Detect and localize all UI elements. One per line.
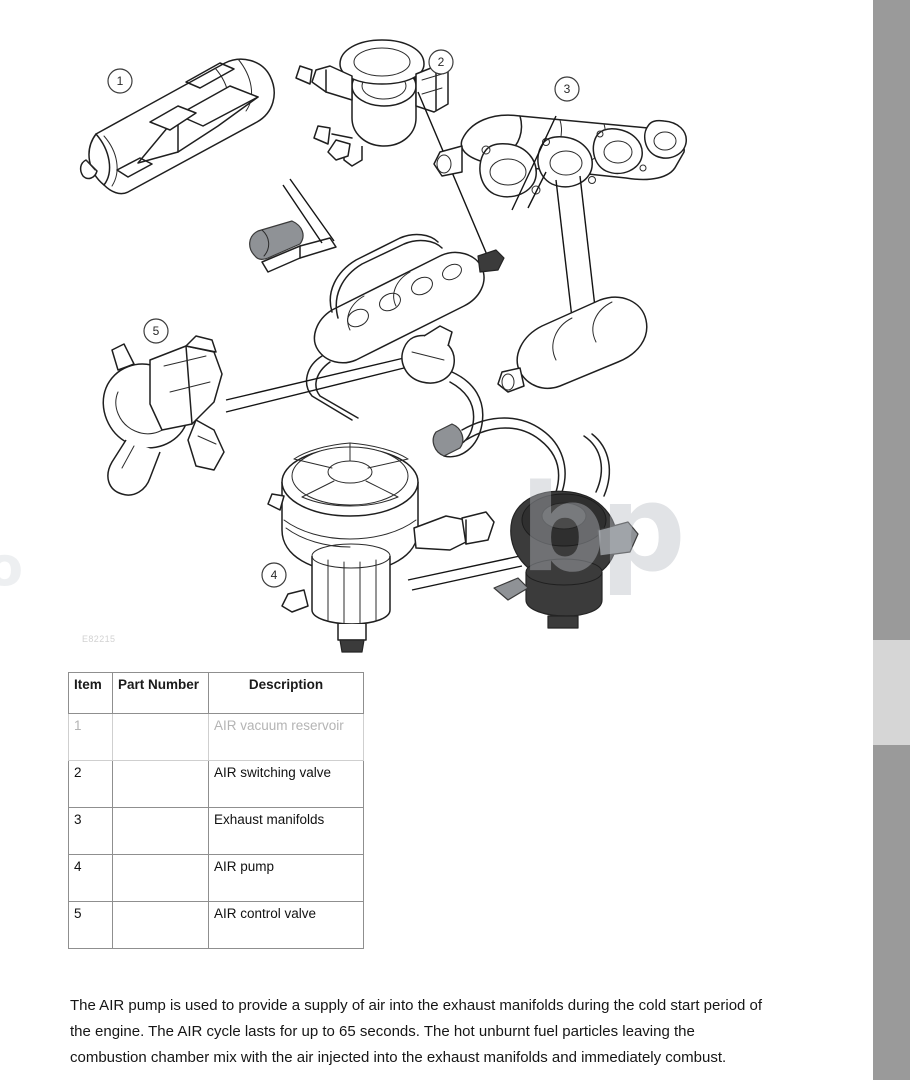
svg-text:3: 3	[564, 82, 571, 96]
cell-description: Exhaust manifolds	[208, 807, 364, 855]
leader-1a	[282, 184, 323, 244]
parts-table: Item Part Number Description 1 AIR vacuu…	[68, 672, 364, 949]
part-valve-block	[401, 325, 455, 384]
leader-3c	[579, 175, 597, 317]
cell-description: AIR switching valve	[208, 760, 364, 808]
part-exhaust-manifold-upper	[433, 114, 687, 198]
part-reservoir-mating-hose	[249, 220, 337, 273]
part-air-control-valve	[102, 335, 225, 496]
part-exhaust-manifold-lower	[497, 296, 648, 393]
table-row: 2 AIR switching valve	[68, 760, 364, 808]
table-row: 1 AIR vacuum reservoir	[68, 713, 364, 761]
cell-item: 2	[68, 760, 113, 808]
callout-3: 3	[554, 76, 580, 102]
document-page: 1 2 3 4 5 bp o E82215	[0, 39, 763, 1066]
table-row: 3 Exhaust manifolds	[68, 807, 364, 855]
description-paragraph: The AIR pump is used to provide a supply…	[70, 997, 763, 1066]
cell-item: 4	[68, 854, 113, 902]
svg-text:2: 2	[438, 55, 445, 69]
leader-2	[417, 91, 491, 263]
svg-text:5: 5	[153, 324, 160, 338]
cell-item: 1	[68, 713, 113, 761]
air-system-diagram: 1 2 3 4 5	[79, 39, 687, 653]
part-air-rail-manifold	[305, 233, 505, 421]
cell-item: 3	[68, 807, 113, 855]
table-row: 5 AIR control valve	[68, 901, 364, 949]
cell-description: AIR control valve	[208, 901, 364, 949]
leader-3d	[555, 179, 573, 319]
cell-part-number	[112, 807, 209, 855]
column-header-item: Item	[68, 672, 113, 714]
part-air-pump	[267, 442, 495, 653]
cell-item: 5	[68, 901, 113, 949]
leader-3a	[511, 115, 557, 211]
cell-description: AIR vacuum reservoir	[208, 713, 364, 761]
leader-1b	[289, 178, 335, 242]
table-row: 4 AIR pump	[68, 854, 364, 902]
vertical-scrollbar-thumb[interactable]	[873, 640, 910, 745]
column-header-part-number: Part Number	[112, 672, 209, 714]
svg-text:4: 4	[271, 568, 278, 582]
vertical-scrollbar-track[interactable]	[873, 0, 910, 1080]
cell-part-number	[112, 713, 209, 761]
part-air-vacuum-reservoir	[79, 58, 275, 195]
callout-5: 5	[143, 318, 169, 344]
part-air-pump-dark	[493, 433, 639, 629]
leader-5b	[225, 367, 405, 413]
part-air-switching-valve	[295, 39, 449, 167]
leader-4a	[407, 555, 521, 581]
cell-description: AIR pump	[208, 854, 364, 902]
callout-4: 4	[261, 562, 287, 588]
leader-3b	[527, 171, 547, 209]
callout-1: 1	[107, 68, 133, 94]
figure-code: E82215	[82, 634, 116, 644]
callout-2: 2	[428, 49, 454, 75]
svg-text:1: 1	[117, 74, 124, 88]
leader-5a	[225, 357, 405, 401]
table-header-row: Item Part Number Description	[68, 672, 364, 714]
cell-part-number	[112, 854, 209, 902]
cell-part-number	[112, 901, 209, 949]
leader-4b	[411, 565, 523, 591]
cell-part-number	[112, 760, 209, 808]
column-header-description: Description	[208, 672, 364, 714]
